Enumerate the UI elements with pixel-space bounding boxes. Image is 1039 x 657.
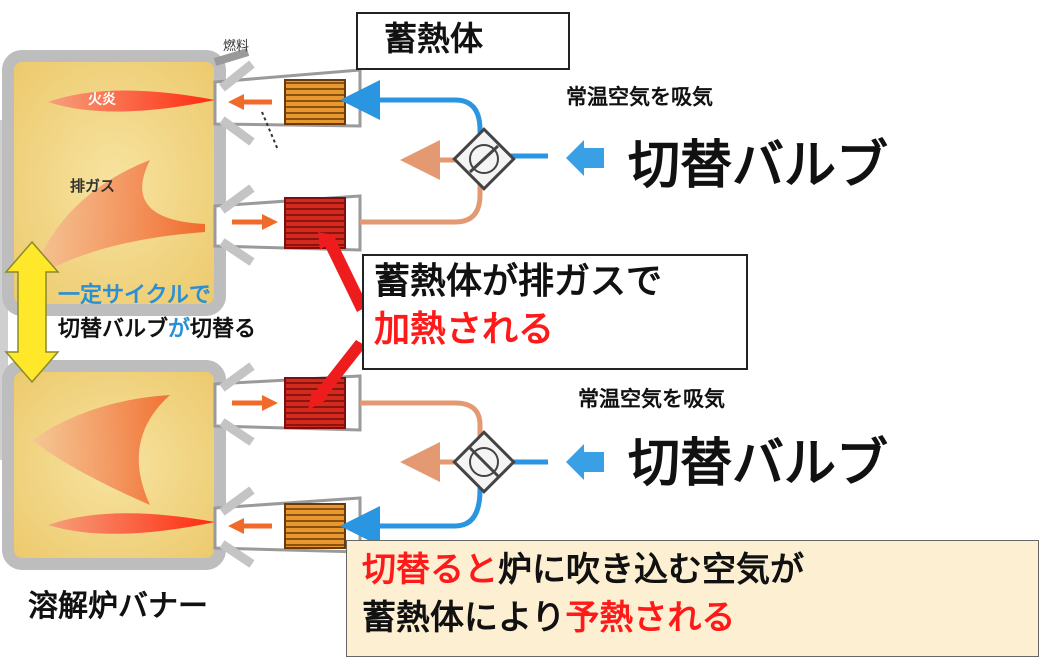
cycle-text-line1: 一定サイクルで	[58, 283, 211, 308]
switch-valve-bottom-graphic	[452, 430, 516, 494]
top-exhaust-flow	[30, 160, 205, 280]
flame-label: 火炎	[88, 92, 116, 108]
cycle-text-line2: 切替バルブが切替る	[58, 317, 257, 342]
callout-arrows	[308, 232, 368, 410]
fuel-pointer	[261, 111, 279, 151]
regenerator-top-upper	[284, 79, 346, 125]
port-flow-arrows	[228, 94, 278, 534]
cycle-text-ga: が	[168, 317, 191, 342]
bottom-flame	[48, 513, 215, 534]
switch-valve-label-bottom: 切替バルブ	[628, 434, 889, 494]
top-cool-air-line	[340, 80, 548, 159]
preheat-note-box	[346, 540, 1039, 657]
heated-callout-box	[362, 254, 748, 370]
fuel-label: 燃料	[223, 39, 250, 54]
cycle-text-valve: 切替バルブ	[58, 317, 169, 342]
intake-label-top: 常温空気を吸気	[566, 85, 713, 109]
cycle-text-switch: 切替る	[190, 317, 257, 342]
preheat-note-line2: 蓄熱体により予熱される	[362, 598, 736, 638]
preheat-note-line1: 切替ると炉に吹き込む空気が	[362, 550, 804, 590]
bottom-cool-air-line	[340, 459, 548, 546]
intake-label-bottom: 常温空気を吸気	[578, 387, 725, 411]
intake-arrow-bottom-icon	[566, 444, 604, 480]
preheat-note-switch: 切替ると	[362, 550, 498, 590]
switch-valve-top-graphic	[452, 127, 516, 191]
fuel-nozzle	[213, 48, 250, 66]
preheat-note-air: 炉に吹き込む空気が	[498, 550, 804, 590]
exhaust-label: 排ガス	[70, 177, 116, 195]
cycle-double-arrow-icon	[4, 240, 60, 384]
top-hot-air-line	[360, 175, 483, 225]
bottom-exhaust-flow	[32, 395, 170, 505]
preheat-note-preheated: 予熱される	[565, 598, 736, 638]
bottom-hot-air-line	[360, 400, 483, 440]
regenerator-title: 蓄熱体	[384, 19, 483, 58]
regenerator-bottom-lower	[284, 503, 346, 549]
heated-callout-line2: 加熱される	[374, 309, 555, 350]
top-flame	[48, 90, 215, 112]
furnace-title: 溶解炉バナー	[28, 589, 208, 624]
regenerator-title-box	[356, 12, 570, 70]
switch-valve-label-top: 切替バルブ	[628, 136, 889, 196]
intake-arrow-top-icon	[566, 140, 604, 176]
heated-callout-line1: 蓄熱体が排ガスで	[374, 261, 663, 302]
preheat-note-regen: 蓄熱体により	[362, 598, 566, 638]
